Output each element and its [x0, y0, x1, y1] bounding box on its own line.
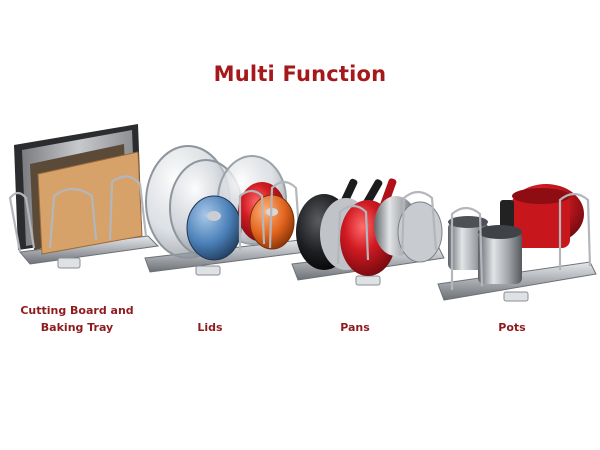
label-line: Pans	[340, 321, 370, 334]
label-line: Lids	[197, 321, 223, 334]
label-lids: Lids	[175, 319, 245, 336]
label-line: Baking Tray	[40, 321, 114, 334]
label-cutting-board-baking-tray: Cutting Board and Baking Tray	[12, 302, 142, 336]
page-title: Multi Function	[213, 62, 387, 86]
rack-lids	[144, 145, 307, 276]
rack-pots	[437, 184, 597, 302]
rack-pans	[291, 178, 445, 286]
label-line: Pots	[498, 321, 526, 334]
rack-cutting-board-baking-tray	[8, 124, 160, 269]
label-pots: Pots	[477, 319, 547, 336]
label-line: Cutting Board and	[20, 304, 134, 317]
label-pans: Pans	[320, 319, 390, 336]
